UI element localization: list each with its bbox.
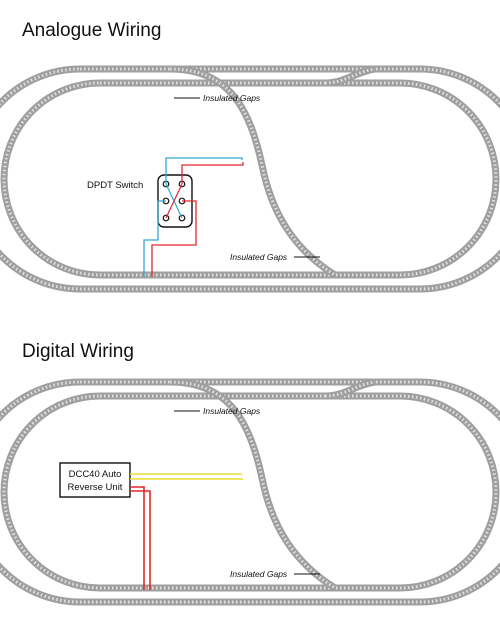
inner-oval-track [0,392,500,592]
insulated-gaps-label-bottom: Insulated Gaps [230,252,288,262]
insulated-gaps-label-bottom: Insulated Gaps [230,569,288,579]
inner-oval-track [0,79,500,279]
analogue-wiring-diagram: Insulated Gaps Insulated Gaps DPDT Switc… [0,65,500,293]
reversing-loop-crossover-track [169,65,376,278]
insulated-gap-top-marker: Insulated Gaps [174,93,261,103]
dpdt-switch: DPDT Switch [87,174,193,228]
outer-oval-track [0,378,500,606]
insulated-gap-bottom-marker: Insulated Gaps [230,569,320,579]
reversing-loop-crossover-track [169,378,376,591]
insulated-gap-bottom-marker: Insulated Gaps [230,252,320,262]
dpdt-switch-label: DPDT Switch [87,180,143,191]
analogue-wiring-title: Analogue Wiring [22,20,162,41]
insulated-gaps-label-top: Insulated Gaps [203,93,261,103]
digital-wires [130,473,243,590]
analogue-wires [143,157,244,277]
digital-wiring-diagram: Insulated Gaps Insulated Gaps DCC40 Auto… [0,378,500,606]
insulated-gap-top-marker: Insulated Gaps [174,406,261,416]
dcc40-auto-reverse-unit: DCC40 Auto Reverse Unit [59,462,131,498]
outer-oval-track [0,65,500,293]
reverse-unit-label-line1: DCC40 Auto [69,469,122,480]
digital-wiring-title: Digital Wiring [22,341,134,362]
reverse-unit-label-line2: Reverse Unit [68,482,123,493]
insulated-gaps-label-top: Insulated Gaps [203,406,261,416]
